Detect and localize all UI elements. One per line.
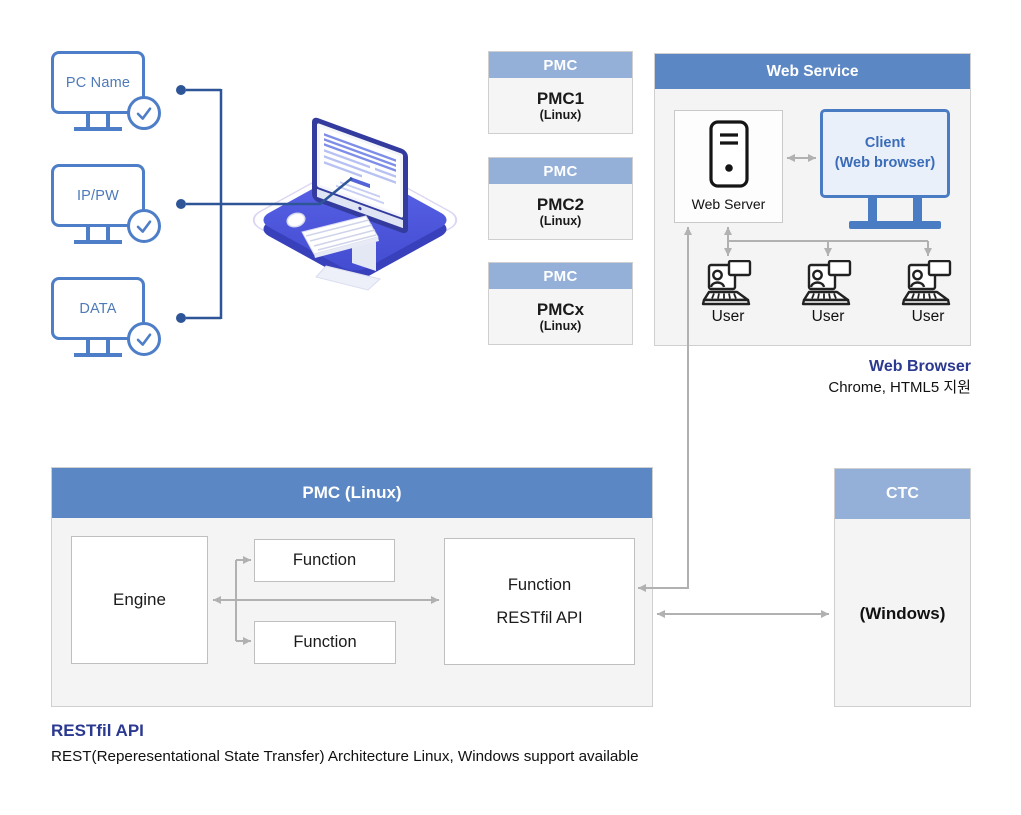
pmc-card-header: PMC xyxy=(489,263,632,289)
user-laptop-icon xyxy=(901,260,952,306)
restfil-note: RESTfil API REST(Reperesentational State… xyxy=(51,720,639,767)
function-label: Function xyxy=(293,633,357,651)
navy-connector-dots xyxy=(176,85,186,323)
client-label-line1: Client xyxy=(864,134,906,151)
client-label-line2: (Web browser) xyxy=(834,154,936,171)
function-label: Function xyxy=(292,551,357,569)
pmc-card-name: PMCx xyxy=(536,299,585,319)
pmc-card-header: PMC xyxy=(489,52,632,78)
pmc-card-os: (Linux) xyxy=(539,214,582,229)
monitor-label: DATA xyxy=(79,300,117,317)
user-laptop-icon xyxy=(801,260,852,306)
check-icon xyxy=(127,209,161,243)
restfil-note-title: RESTfil API xyxy=(51,721,144,740)
web-service-title: Web Service xyxy=(655,54,970,89)
web-server-box: Web Server xyxy=(674,110,783,223)
monitor-label: IP/PW xyxy=(76,187,120,204)
restfil-api-line1: Function xyxy=(507,575,572,594)
pmc-card-3: PMC PMCx (Linux) xyxy=(488,262,633,345)
ctc-body: (Windows) xyxy=(859,603,946,623)
restfil-api-box: Function RESTfil API xyxy=(444,538,635,665)
pmc-card-os: (Linux) xyxy=(539,319,582,334)
pmc-card-name: PMC2 xyxy=(536,194,585,214)
ctc-title: CTC xyxy=(835,469,970,519)
pmc-linux-title: PMC (Linux) xyxy=(52,468,652,518)
desktop-computer-illustration xyxy=(252,117,458,291)
user-label: User xyxy=(911,308,945,325)
pmc-card-header: PMC xyxy=(489,158,632,184)
user-label: User xyxy=(711,308,745,325)
function-box-top: Function xyxy=(254,539,395,582)
web-browser-note: Web Browser Chrome, HTML5 지원 xyxy=(828,357,971,398)
restfil-note-description: REST(Reperesentational State Transfer) A… xyxy=(51,747,639,765)
illustration-keyboard xyxy=(301,215,379,258)
web-server-label: Web Server xyxy=(691,196,766,212)
monitor-label: PC Name xyxy=(65,74,131,91)
check-icon xyxy=(127,96,161,130)
pmc-card-2: PMC PMC2 (Linux) xyxy=(488,157,633,240)
web-browser-note-title: Web Browser xyxy=(869,358,971,375)
user-label: User xyxy=(811,308,845,325)
engine-box: Engine xyxy=(71,536,208,664)
engine-label: Engine xyxy=(113,590,166,609)
pmc-card-os: (Linux) xyxy=(539,108,582,123)
monitor-box-pc-name: PC Name xyxy=(51,51,145,114)
client-browser-box: Client (Web browser) xyxy=(820,109,950,198)
web-browser-note-subtitle: Chrome, HTML5 지원 xyxy=(828,379,971,396)
pmc-card-name: PMC1 xyxy=(536,88,585,108)
pmc-card-1: PMC PMC1 (Linux) xyxy=(488,51,633,134)
restfil-api-line2: RESTfil API xyxy=(496,608,583,627)
function-box-bottom: Function xyxy=(254,621,396,664)
check-icon xyxy=(127,322,161,356)
user-laptop-icon xyxy=(701,260,752,306)
server-tower-icon xyxy=(708,120,749,188)
illustration-mouse xyxy=(286,212,306,228)
ctc-box: CTC (Windows) xyxy=(834,468,971,707)
